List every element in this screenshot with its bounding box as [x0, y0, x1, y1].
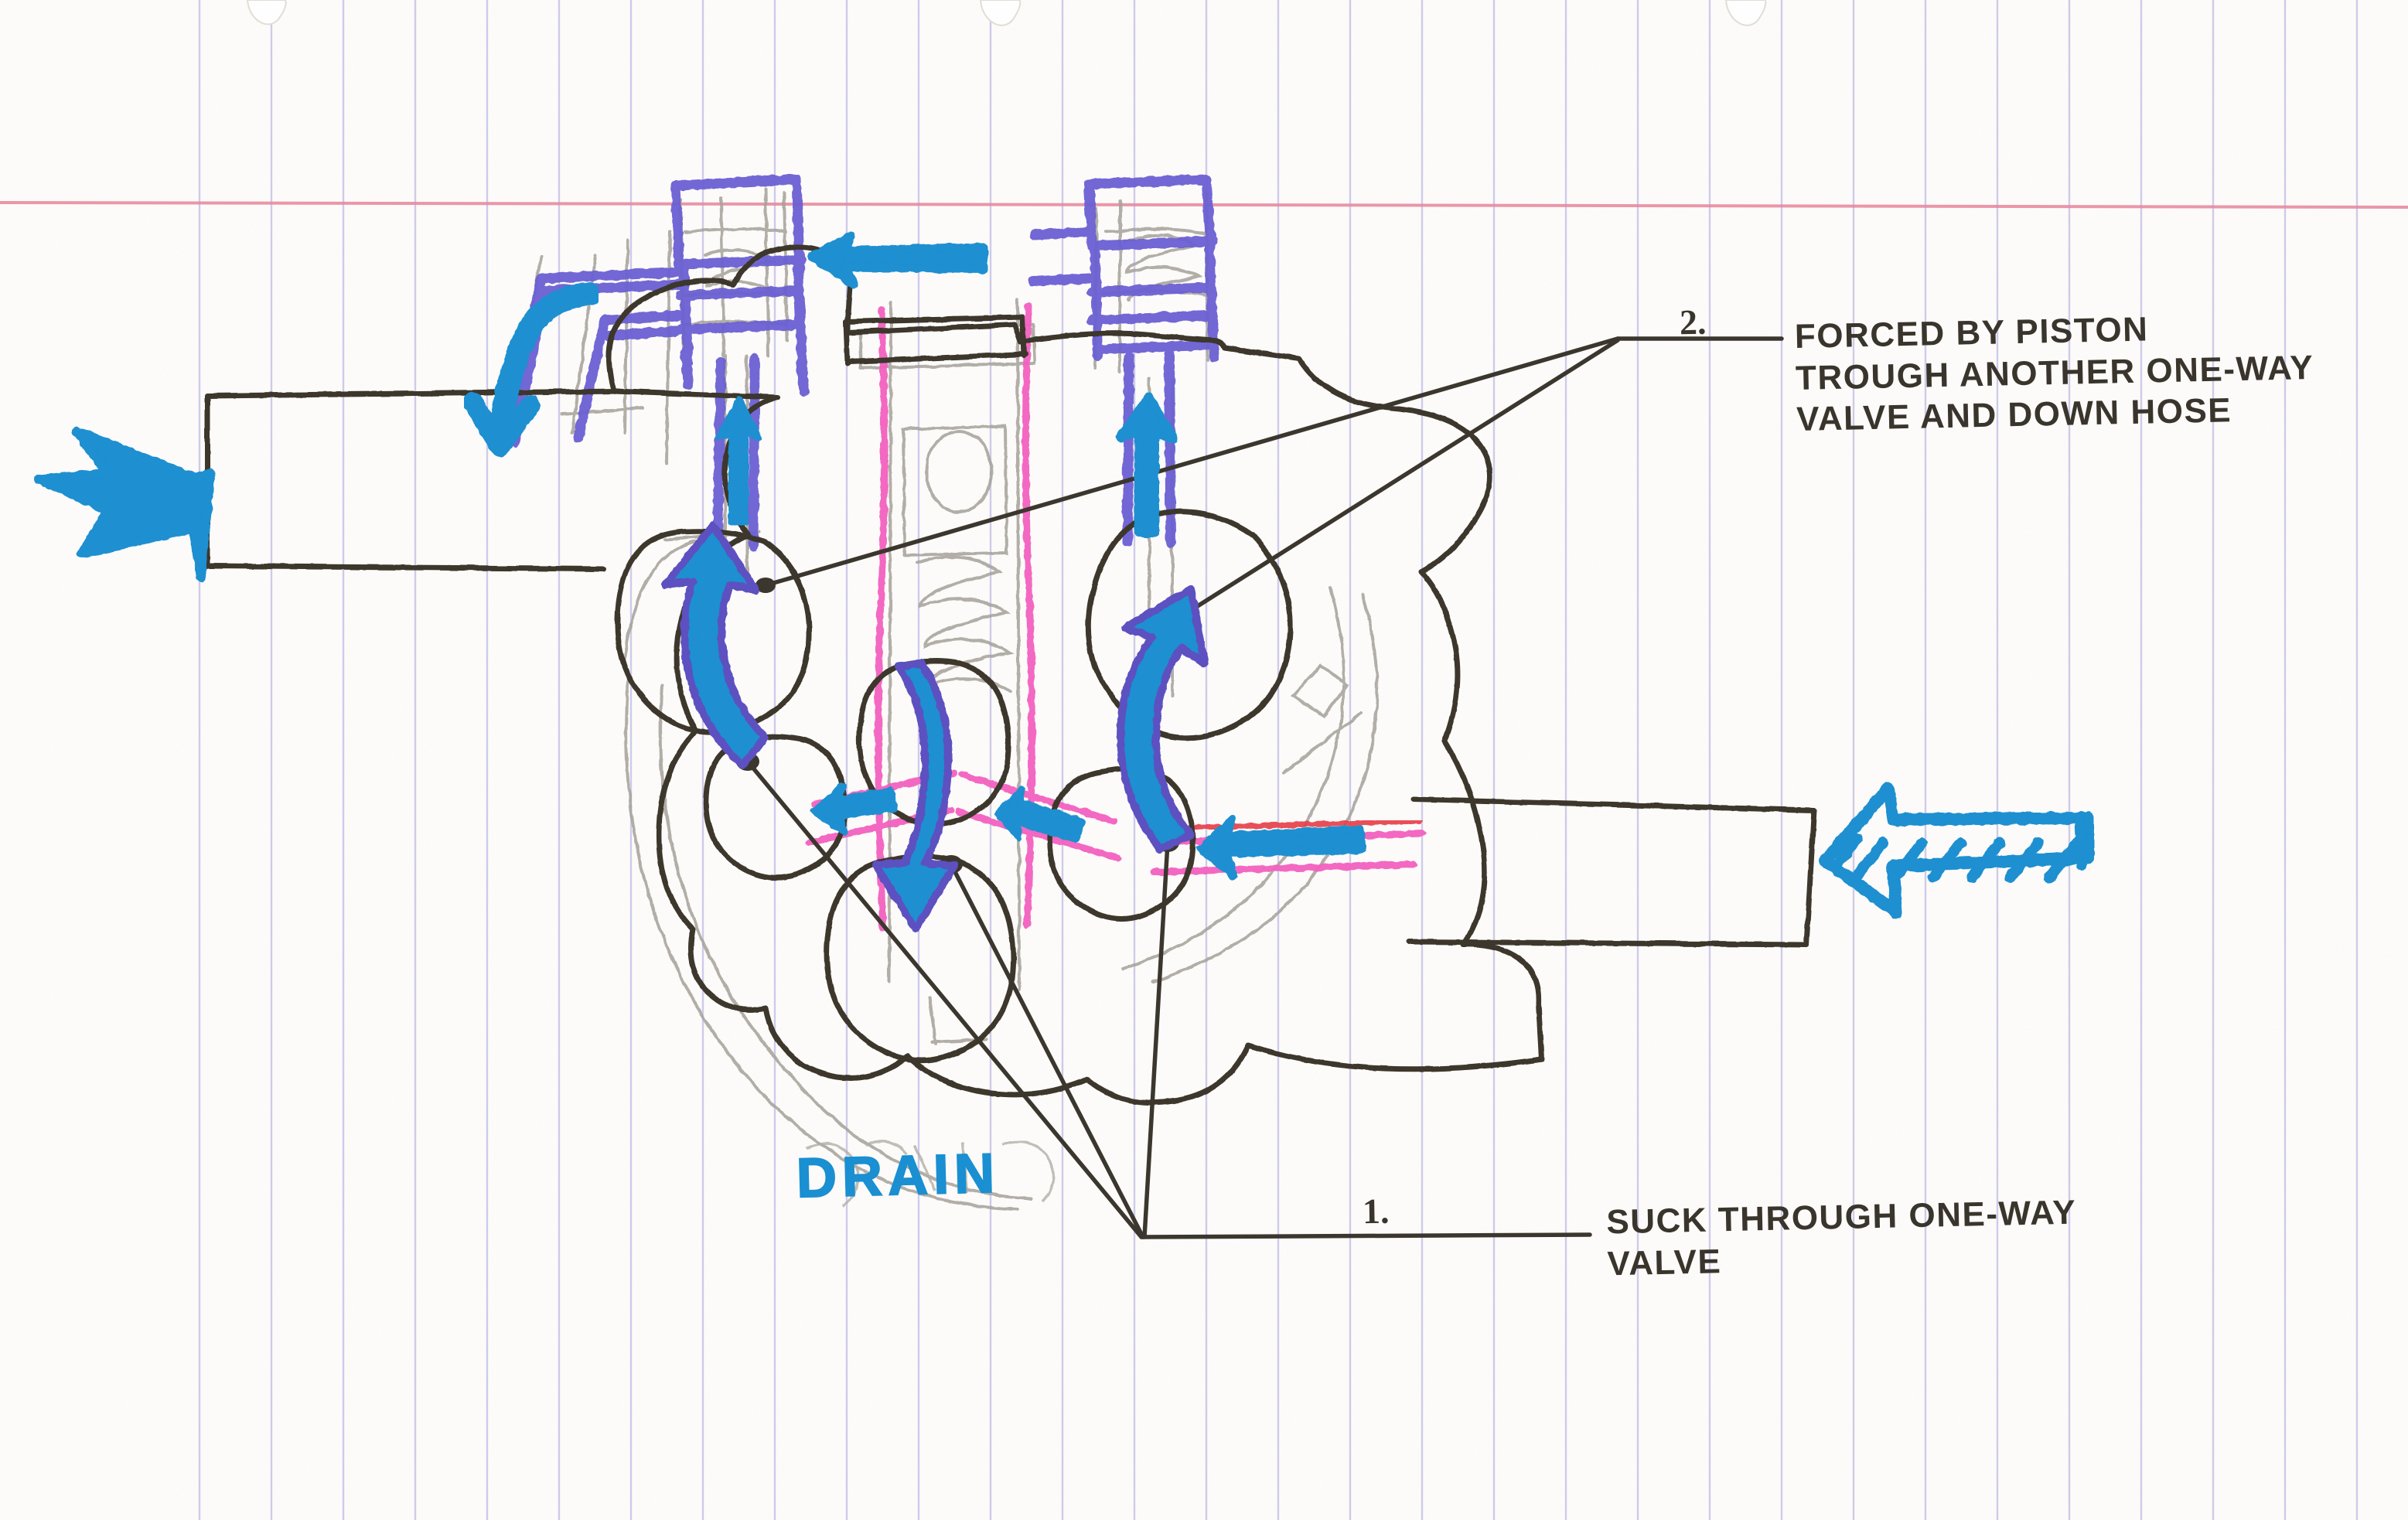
callout-1-number: 1. — [1362, 1191, 1390, 1232]
callout-2-number: 2. — [1679, 302, 1707, 343]
callout-2-text: FORCED BY PISTON TROUGH ANOTHER ONE-WAY … — [1794, 310, 2314, 439]
callout-1-text: SUCK THROUGH ONE-WAY VALVE — [1605, 1193, 2077, 1283]
drain-label: DRAIN — [795, 1142, 1001, 1211]
